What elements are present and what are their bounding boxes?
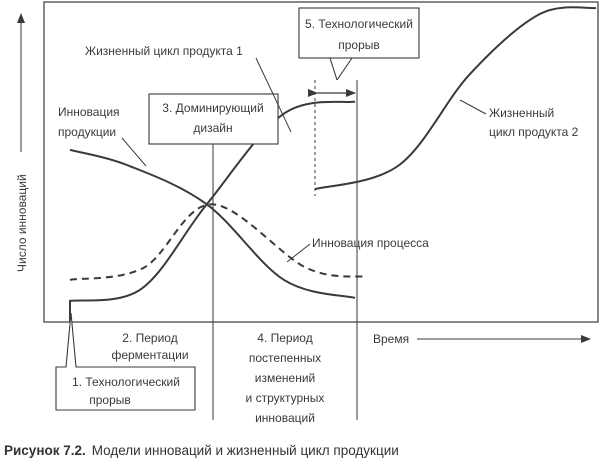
svg-text:Жизненный цикл продукта 1: Жизненный цикл продукта 1 — [85, 44, 243, 58]
svg-text:инноваций: инноваций — [255, 411, 315, 425]
svg-text:2. Период: 2. Период — [122, 331, 177, 345]
x-axis-label: Время — [373, 332, 409, 346]
caption-text: Модели инноваций и жизненный цикл продук… — [91, 443, 399, 458]
series-process-innovation — [69, 203, 366, 281]
annotation-tech-breakthrough-1: 1. Технологический прорыв — [55, 312, 196, 411]
svg-text:Инновация: Инновация — [58, 105, 120, 119]
svg-text:прорыв: прорыв — [89, 393, 131, 407]
svg-text:и структурных: и структурных — [246, 391, 325, 405]
annotation-tech-breakthrough-5: 5. Технологический прорыв — [298, 7, 420, 81]
svg-text:4. Период: 4. Период — [257, 331, 312, 345]
svg-text:дизайн: дизайн — [193, 121, 232, 135]
label-life-cycle-2: Жизненный цикл продукта 2 — [459, 99, 579, 139]
innovation-lifecycle-diagram: Число инноваций Время 1. Технологический… — [15, 1, 599, 425]
svg-text:ферментации: ферментации — [111, 348, 188, 362]
svg-text:3. Доминирующий: 3. Доминирующий — [162, 101, 263, 115]
caption-number: Рисунок 7.2. — [4, 443, 86, 458]
svg-text:изменений: изменений — [255, 371, 315, 385]
svg-text:Инновация процесса: Инновация процесса — [312, 236, 429, 250]
plot-frame — [43, 1, 599, 323]
series-life-cycle-1 — [69, 100, 356, 322]
label-product-innovation: Инновация продукции — [58, 105, 147, 167]
series-life-cycle-2 — [314, 6, 597, 191]
svg-text:цикл продукта 2: цикл продукта 2 — [489, 125, 579, 139]
svg-text:1. Технологический: 1. Технологический — [72, 375, 180, 389]
annotation-gradual-changes: 4. Период постепенных изменений и структ… — [246, 331, 325, 425]
series-layer — [69, 6, 597, 322]
svg-text:продукции: продукции — [58, 125, 116, 139]
svg-text:Жизненный: Жизненный — [489, 106, 554, 120]
svg-text:5. Технологический: 5. Технологический — [305, 17, 413, 31]
label-process-innovation: Инновация процесса — [286, 236, 429, 263]
y-axis-label: Число инноваций — [15, 174, 29, 272]
svg-text:постепенных: постепенных — [249, 351, 321, 365]
svg-text:прорыв: прорыв — [338, 38, 380, 52]
annotation-ferment-period: 2. Период ферментации — [111, 331, 188, 362]
label-life-cycle-1: Жизненный цикл продукта 1 — [85, 44, 292, 133]
figure-caption: Рисунок 7.2. Модели инноваций и жизненный… — [4, 443, 399, 458]
annotation-dominant-design: 3. Доминирующий дизайн — [148, 93, 279, 145]
